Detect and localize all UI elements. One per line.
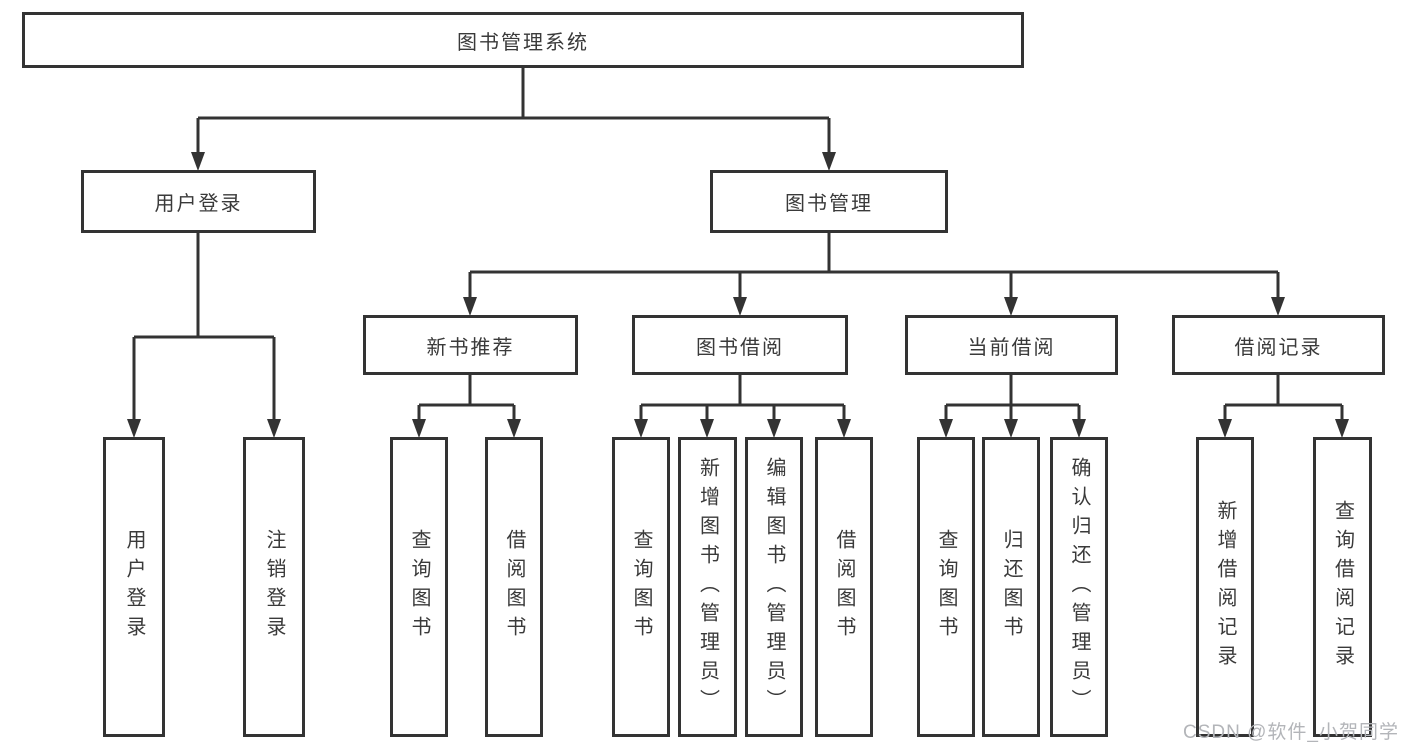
leaf-logout: 注销登录 [243,437,305,737]
node-label: 图书借阅 [696,336,784,359]
leaf-query-books-3: 查询图书 [917,437,975,737]
leaf-edit-book-admin: 编辑图书（管理员） [745,437,803,737]
node-new-book-recommend: 新书推荐 [363,315,578,375]
leaf-label: 查询图书 [935,529,957,645]
leaf-label: 确认归还（管理员） [1068,456,1090,718]
node-label: 新书推荐 [426,336,515,359]
leaf-return-books: 归还图书 [982,437,1040,737]
node-label: 当前借阅 [967,336,1056,359]
leaf-label: 查询图书 [630,529,652,645]
leaf-user-login: 用户登录 [103,437,165,737]
node-library-management-system: 图书管理系统 [22,12,1024,68]
leaf-label: 新增借阅记录 [1214,500,1236,674]
node-book-management: 图书管理 [710,170,948,233]
leaf-label: 注销登录 [263,529,285,645]
node-label: 图书管理 [785,193,873,215]
leaf-borrow-books-2: 借阅图书 [815,437,873,737]
leaf-query-books-2: 查询图书 [612,437,670,737]
connectors [132,68,1344,419]
node-current-borrowing: 当前借阅 [905,315,1118,375]
csdn-watermark: CSDN @软件_小贺同学 [1183,722,1399,743]
node-borrow-records: 借阅记录 [1172,315,1385,375]
arrowheads [127,152,1349,438]
leaf-label: 借阅图书 [503,529,525,645]
leaf-label: 借阅图书 [833,529,855,645]
leaf-add-book-admin: 新增图书（管理员） [678,437,737,737]
leaf-label: 查询借阅记录 [1331,500,1354,674]
leaf-label: 编辑图书（管理员） [763,456,785,718]
leaf-borrow-books-1: 借阅图书 [485,437,543,737]
leaf-label: 查询图书 [408,529,430,645]
leaf-query-books-1: 查询图书 [390,437,448,737]
leaf-confirm-return-admin: 确认归还（管理员） [1050,437,1108,737]
leaf-add-borrow-record: 新增借阅记录 [1196,437,1254,737]
node-book-borrowing: 图书借阅 [632,315,848,375]
leaf-label: 归还图书 [1000,529,1022,645]
node-label: 用户登录 [154,193,243,215]
node-label: 借阅记录 [1234,336,1323,359]
leaf-query-borrow-record: 查询借阅记录 [1313,437,1372,737]
node-label: 图书管理系统 [457,31,589,54]
leaf-label: 新增图书（管理员） [696,456,719,718]
node-user-login: 用户登录 [81,170,316,233]
leaf-label: 用户登录 [123,529,145,645]
